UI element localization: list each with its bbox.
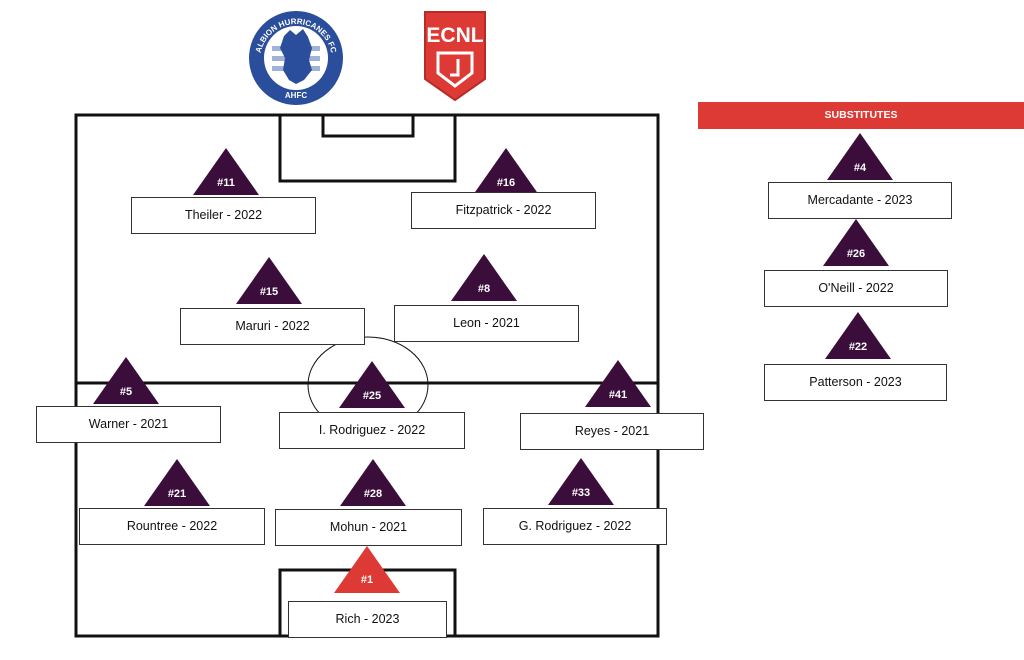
goalkeeper-marker-icon bbox=[334, 546, 400, 593]
player-name: Maruri - 2022 bbox=[180, 308, 365, 345]
player-name: Mercadante - 2023 bbox=[768, 182, 952, 219]
player-number: #26 bbox=[846, 248, 866, 260]
player-number: #41 bbox=[608, 389, 628, 401]
player-name: Fitzpatrick - 2022 bbox=[411, 192, 596, 229]
player-number: #22 bbox=[848, 341, 868, 353]
player-name: Leon - 2021 bbox=[394, 305, 579, 342]
player-number: #25 bbox=[362, 390, 382, 402]
player-marker-icon bbox=[340, 459, 406, 506]
ecnl-shield-logo: ECNL bbox=[424, 11, 486, 102]
player-number: #33 bbox=[571, 487, 591, 499]
player-marker-icon bbox=[451, 254, 517, 301]
club-abbrev-text: AHFC bbox=[285, 91, 307, 100]
player-marker-icon bbox=[473, 148, 539, 195]
player-marker-icon bbox=[823, 219, 889, 266]
club-crest-logo: ALBION HURRICANES FC AHFC bbox=[249, 11, 343, 105]
player-marker-icon bbox=[339, 361, 405, 408]
player-marker-icon bbox=[825, 312, 891, 359]
player-marker-icon bbox=[144, 459, 210, 506]
player-name: Rich - 2023 bbox=[288, 601, 447, 638]
top-penalty-box bbox=[278, 113, 457, 183]
player-number: #4 bbox=[853, 162, 867, 174]
ecnl-shield-icon bbox=[436, 51, 474, 88]
player-name: Rountree - 2022 bbox=[79, 508, 265, 545]
player-marker-icon bbox=[193, 148, 259, 195]
player-number: #21 bbox=[167, 488, 187, 500]
player-name: I. Rodriguez - 2022 bbox=[279, 412, 465, 449]
player-number: #16 bbox=[496, 177, 516, 189]
player-number: #11 bbox=[217, 177, 235, 189]
top-goal-box bbox=[321, 113, 415, 138]
player-name: G. Rodriguez - 2022 bbox=[483, 508, 667, 545]
player-marker-icon bbox=[585, 360, 651, 407]
player-name: O'Neill - 2022 bbox=[764, 270, 948, 307]
player-name: Patterson - 2023 bbox=[764, 364, 947, 401]
player-number: #8 bbox=[477, 283, 491, 295]
player-name: Warner - 2021 bbox=[36, 406, 221, 443]
player-name: Theiler - 2022 bbox=[131, 197, 316, 234]
player-marker-icon bbox=[236, 257, 302, 304]
player-name: Reyes - 2021 bbox=[520, 413, 704, 450]
lion-head-icon bbox=[280, 29, 312, 84]
player-number: #28 bbox=[363, 488, 383, 500]
player-number: #15 bbox=[259, 286, 279, 298]
player-marker-icon bbox=[827, 133, 893, 180]
player-number: #1 bbox=[360, 574, 374, 586]
player-name: Mohun - 2021 bbox=[275, 509, 462, 546]
player-marker-icon bbox=[548, 458, 614, 505]
player-number: #5 bbox=[119, 386, 133, 398]
substitutes-header: SUBSTITUTES bbox=[698, 102, 1024, 129]
player-marker-icon bbox=[93, 357, 159, 404]
ecnl-logo-text: ECNL bbox=[426, 24, 483, 47]
